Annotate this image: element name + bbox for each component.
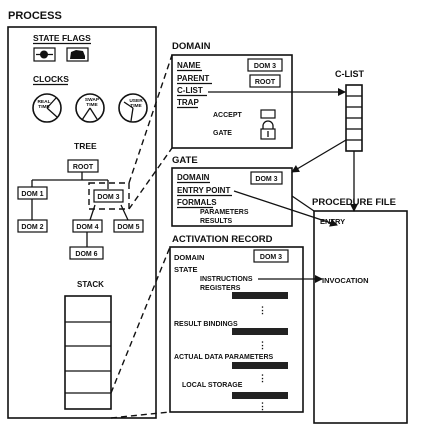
domain-parent-label: PARENT xyxy=(177,74,209,83)
gate-to-procedure-line xyxy=(291,195,315,212)
ellipsis-dots-4: ⋮ xyxy=(258,401,267,411)
state-flag-icon-1 xyxy=(33,47,56,62)
clock-real-label-2: TIME xyxy=(38,104,50,110)
local-storage-bar xyxy=(232,392,288,399)
procedure-invocation-label: INVOCATION xyxy=(322,276,369,285)
tree-label: TREE xyxy=(74,141,97,151)
domain-name-value: DOM 3 xyxy=(254,63,276,70)
gate-parameters-label: PARAMETERS xyxy=(200,209,249,216)
zoom-line-domain-top xyxy=(128,54,173,184)
zoom-line-activation-top xyxy=(110,246,171,394)
gate-domain-value: DOM 3 xyxy=(255,176,277,183)
activation-record-panel: ACTIVATION RECORD DOMAIN DOM 3 STATE INS… xyxy=(169,234,304,413)
gate-lock-icon xyxy=(260,120,276,140)
clocks-label: CLOCKS xyxy=(33,74,69,84)
clock-user-label-1: USER xyxy=(129,98,143,104)
state-flag-icon-2 xyxy=(66,47,89,62)
procedure-entry-label: ENTRY xyxy=(320,217,345,226)
gate-domain-value-box xyxy=(250,171,283,185)
tree-node-dom2-label: DOM 2 xyxy=(21,224,43,231)
result-bindings-label: RESULT BINDINGS xyxy=(174,321,238,328)
domain-trap-label: TRAP xyxy=(177,98,199,107)
tree-node-dom4: DOM 4 xyxy=(72,219,103,233)
domain-name-value-box xyxy=(247,58,283,72)
clist-panel: C-LIST xyxy=(335,69,364,152)
gate-panel: GATE DOMAIN DOM 3 ENTRY POINT FORMALS PA… xyxy=(171,155,293,227)
tree-node-dom6: DOM 6 xyxy=(69,246,104,260)
ellipsis-dots-1: ⋮ xyxy=(258,305,267,315)
activation-state-label: STATE xyxy=(174,265,197,274)
ellipsis-dots-3: ⋮ xyxy=(258,373,267,383)
clist-stack xyxy=(345,84,363,152)
gate-entry-point-label: ENTRY POINT xyxy=(177,186,230,195)
accept-box xyxy=(260,109,276,119)
clock-swap-label-2: TIME xyxy=(86,102,98,108)
gate-formals-label: FORMALS xyxy=(177,198,217,207)
tree-node-dom1-label: DOM 1 xyxy=(21,191,43,198)
stack-label: STACK xyxy=(77,280,104,289)
process-title: PROCESS xyxy=(8,10,62,22)
domain-clist-label: C-LIST xyxy=(177,86,203,95)
clist-title: C-LIST xyxy=(335,69,364,79)
clock-user-time: USER TIME xyxy=(118,93,148,123)
tree-edges xyxy=(31,172,129,247)
tree-node-dom5: DOM 5 xyxy=(113,219,144,233)
activation-registers-label: REGISTERS xyxy=(200,285,241,292)
tree-node-root-label: ROOT xyxy=(73,164,94,171)
tree-node-dom3: DOM 3 xyxy=(88,182,130,210)
activation-title: ACTIVATION RECORD xyxy=(172,234,273,245)
domain-accept-label: ACCEPT xyxy=(213,112,243,119)
tree-node-dom5-label: DOM 5 xyxy=(117,224,139,231)
domain-parent-value-box xyxy=(249,74,281,88)
tree-node-dom4-label: DOM 4 xyxy=(76,224,98,231)
actual-params-label: ACTUAL DATA PARAMETERS xyxy=(174,354,273,361)
gate-domain-label: DOMAIN xyxy=(177,173,210,182)
tree-node-dom3-label: DOM 3 xyxy=(97,194,119,201)
clist-to-gate-arrow xyxy=(291,139,347,173)
domain-parent-value: ROOT xyxy=(255,79,276,86)
gate-results-label: RESULTS xyxy=(200,218,232,225)
procedure-file-box xyxy=(313,210,408,424)
clock-real-time: REAL TIME xyxy=(32,93,62,123)
tree-node-dom3-highlight xyxy=(88,182,130,210)
activation-domain-value-box xyxy=(253,249,289,263)
domain-title: DOMAIN xyxy=(172,41,211,52)
ellipsis-dots-2: ⋮ xyxy=(258,340,267,350)
registers-bar xyxy=(232,292,288,299)
connectors xyxy=(110,54,358,419)
clock-swap-time: SWAP TIME xyxy=(75,93,105,123)
activation-domain-value: DOM 3 xyxy=(260,254,282,261)
procedure-file-panel: PROCEDURE FILE ENTRY INVOCATION xyxy=(312,197,408,424)
domain-gate-label: GATE xyxy=(213,130,232,137)
gate-title: GATE xyxy=(172,155,198,166)
clock-real-label-1: REAL xyxy=(37,99,50,105)
state-flags-label: STATE FLAGS xyxy=(33,33,91,43)
tree-node-dom2: DOM 2 xyxy=(17,219,48,233)
entry-point-arrow xyxy=(233,190,338,227)
clock-user-label-2: TIME xyxy=(130,103,142,109)
stack xyxy=(64,295,112,410)
domain-name-label: NAME xyxy=(177,61,201,70)
local-storage-label: LOCAL STORAGE xyxy=(182,382,243,389)
tree-node-root: ROOT xyxy=(67,159,99,173)
result-bindings-bar xyxy=(232,328,288,335)
domain-panel: DOMAIN NAME DOM 3 PARENT ROOT C-LIST TRA… xyxy=(171,41,293,149)
tree-node-dom6-label: DOM 6 xyxy=(75,251,97,258)
clock-swap-label-1: SWAP xyxy=(85,97,100,103)
activation-instructions-label: INSTRUCTIONS xyxy=(200,276,253,283)
actual-params-bar xyxy=(232,362,288,369)
tree-node-dom1: DOM 1 xyxy=(17,186,48,200)
activation-domain-label: DOMAIN xyxy=(174,253,204,262)
process-panel: PROCESS STATE FLAGS CLOCKS REAL TIME SWA… xyxy=(7,10,157,419)
zoom-line-domain-bottom xyxy=(128,147,173,210)
